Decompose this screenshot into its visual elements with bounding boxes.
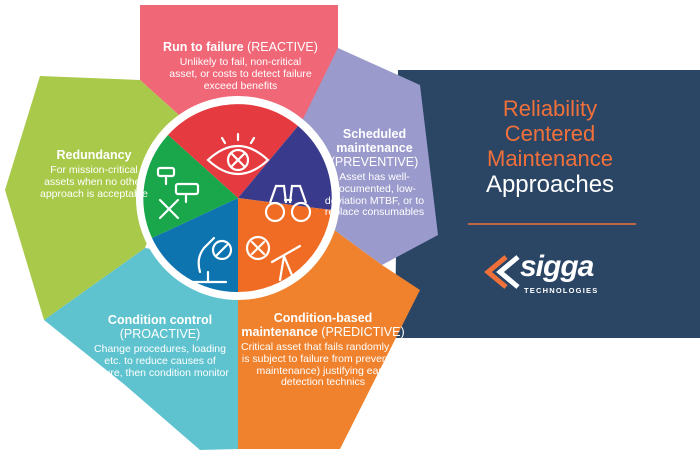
wheel-segment-proactive: [152, 198, 238, 293]
reactive-subtitle: (REACTIVE): [247, 40, 318, 54]
reactive-body: Unlikely to fail, non-critical asset, or…: [169, 56, 312, 92]
title-line-1: Reliability: [502, 96, 598, 121]
predictive-body: Critical asset that fails randomly (or i…: [241, 341, 405, 389]
predictive-label: Condition-based maintenance (PREDICTIVE)…: [238, 311, 408, 389]
binoculars-icon: [264, 184, 312, 223]
title-panel: [395, 70, 700, 338]
reactive-label: Run to failure (REACTIVE) Unlikely to fa…: [148, 40, 333, 92]
proactive-title: Condition control: [107, 313, 213, 327]
redundancy-title: Redundancy: [56, 148, 132, 162]
eye-tools-icon: [206, 132, 270, 175]
title-line-4: Approaches: [485, 171, 615, 199]
predictive-title: Condition-based maintenance: [241, 311, 373, 339]
panel-title: Reliability Centered Maintenance Approac…: [440, 96, 660, 199]
preventive-title: Scheduled maintenance: [336, 127, 413, 155]
preventive-body: Asset has well-documented, low-deviation…: [324, 171, 425, 219]
microscope-icon: [188, 236, 233, 284]
preventive-label: Scheduled maintenance (PREVENTIVE) Asset…: [322, 127, 427, 219]
title-line-2: Centered: [504, 121, 596, 147]
petal-redundancy: [5, 76, 190, 320]
redundancy-body: For mission-critical assets when no othe…: [40, 164, 148, 200]
brand-tagline: TECHNOLOGIES: [524, 286, 599, 295]
reactive-title: Run to failure: [163, 40, 244, 54]
wheel-segment-preventive: [238, 126, 332, 210]
redundancy-label: Redundancy For mission-critical assets w…: [38, 148, 150, 200]
title-line-3: Maintenance: [487, 146, 613, 172]
petal-reactive: [140, 5, 338, 125]
sigga-logo-mark: [484, 255, 520, 289]
preventive-subtitle: (PREVENTIVE): [330, 155, 419, 169]
petal-proactive: [44, 248, 238, 450]
predictive-title-line: Condition-based maintenance (PREDICTIVE): [238, 311, 408, 339]
wheel-segment-predictive: [238, 198, 331, 292]
brand-name: sigga: [520, 250, 594, 283]
camera-tools-icon: [156, 166, 200, 220]
proactive-label: Condition control (PROACTIVE) Change pro…: [90, 313, 230, 379]
telescope-icon: [245, 235, 302, 282]
predictive-subtitle: (PREDICTIVE): [321, 325, 405, 339]
proactive-body: Change procedures, loading etc. to reduc…: [91, 343, 229, 379]
sigga-logo: sigga TECHNOLOGIES: [478, 250, 638, 300]
proactive-subtitle: (PROACTIVE): [119, 327, 201, 341]
